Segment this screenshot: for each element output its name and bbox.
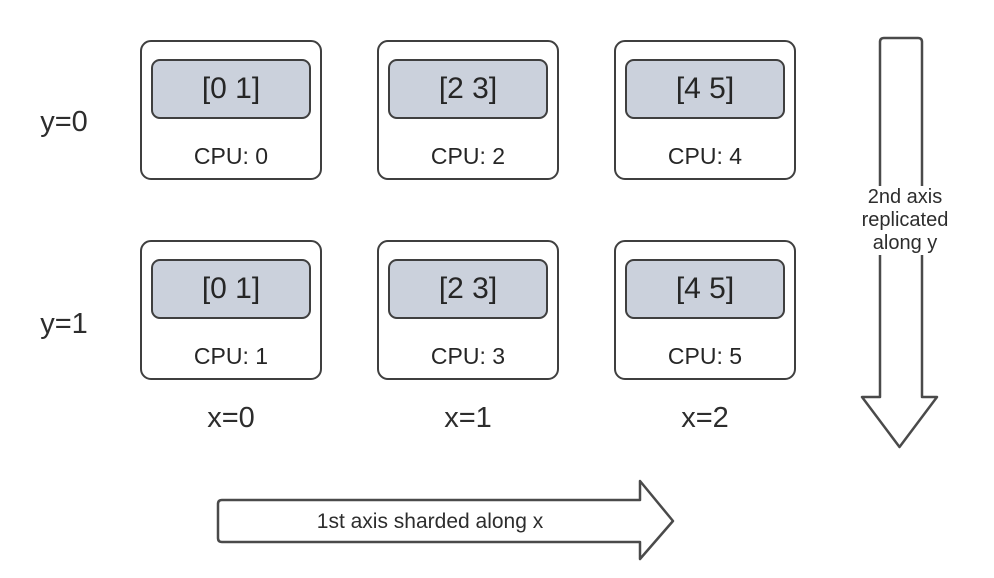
replicate-arrow-caption: 2nd axis replicated along y xyxy=(843,186,967,255)
shard-value: [2 3] xyxy=(388,259,548,319)
col-label-x1: x=1 xyxy=(444,402,492,434)
shard-value: [0 1] xyxy=(151,259,311,319)
replicate-arrow-caption-line: replicated xyxy=(861,209,949,231)
cpu-label: CPU: 5 xyxy=(667,343,743,369)
device-box-cpu2: [2 3] CPU: 2 xyxy=(377,40,559,180)
shard-value: [2 3] xyxy=(388,59,548,119)
shard-arrow-caption: 1st axis sharded along x xyxy=(316,510,544,533)
device-box-cpu3: [2 3] CPU: 3 xyxy=(377,240,559,380)
cpu-label: CPU: 2 xyxy=(430,143,506,169)
shard-value: [4 5] xyxy=(625,259,785,319)
cpu-label: CPU: 0 xyxy=(193,143,269,169)
shard-value: [4 5] xyxy=(625,59,785,119)
shard-value: [0 1] xyxy=(151,59,311,119)
replicate-arrow-caption-line: along y xyxy=(872,232,938,254)
col-label-x0: x=0 xyxy=(207,402,255,434)
device-box-cpu0: [0 1] CPU: 0 xyxy=(140,40,322,180)
row-label-y1: y=1 xyxy=(40,308,88,340)
cpu-label: CPU: 1 xyxy=(193,343,269,369)
cpu-label: CPU: 3 xyxy=(430,343,506,369)
device-box-cpu5: [4 5] CPU: 5 xyxy=(614,240,796,380)
right-arrow-icon xyxy=(216,479,675,561)
device-box-cpu1: [0 1] CPU: 1 xyxy=(140,240,322,380)
row-label-y0: y=0 xyxy=(40,106,88,138)
device-box-cpu4: [4 5] CPU: 4 xyxy=(614,40,796,180)
col-label-x2: x=2 xyxy=(681,402,729,434)
cpu-label: CPU: 4 xyxy=(667,143,743,169)
replicate-arrow-caption-line: 2nd axis xyxy=(867,186,943,208)
